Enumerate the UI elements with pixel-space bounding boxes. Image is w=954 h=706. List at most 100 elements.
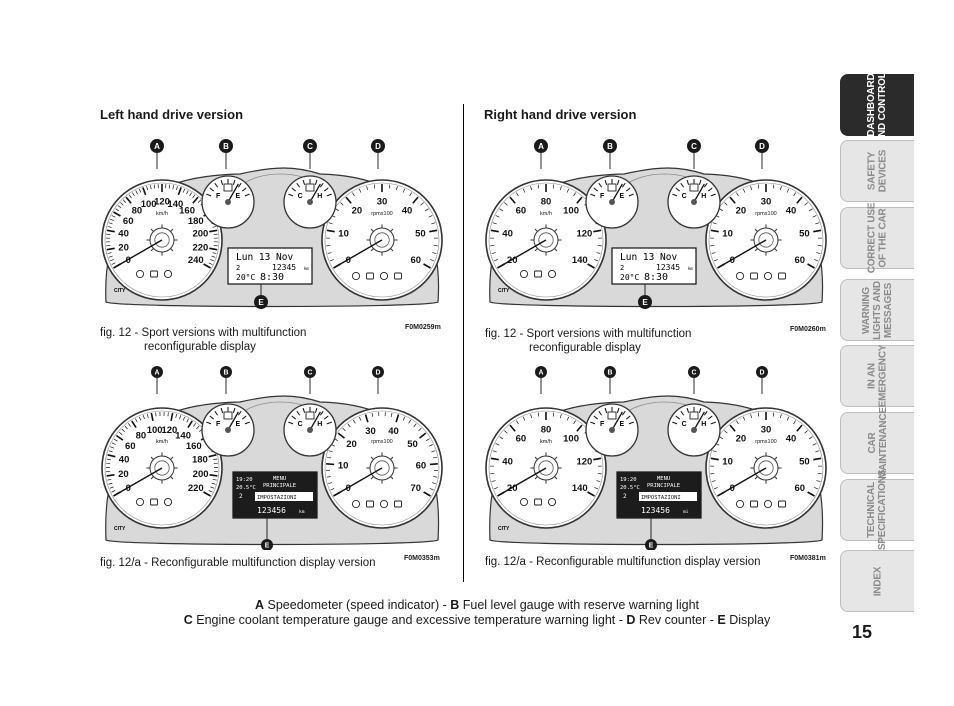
gauge-tick-label: 120 (161, 425, 177, 436)
city-label: CITY (498, 526, 510, 532)
gauge-tick (566, 416, 570, 421)
small-gauge-tick (241, 415, 247, 420)
small-gauge-tick (319, 182, 324, 188)
small-gauge-hub (691, 427, 697, 433)
figure-code: F0M0381m (790, 555, 826, 562)
gauge-hub-notch (534, 456, 538, 460)
gauge-tick (209, 474, 218, 477)
callout-circle (371, 139, 385, 153)
small-gauge-tick (616, 179, 620, 185)
gauge-tick (208, 490, 213, 493)
small-gauge-needle (309, 411, 321, 431)
gauge-tick-label: 30 (761, 425, 772, 436)
gauge-tick (816, 252, 821, 254)
tab-car-maintenance[interactable]: CAR MAINTENANCE (840, 407, 914, 479)
gauge-tick-label: 40 (388, 426, 399, 437)
small-gauge-tick (220, 407, 224, 413)
legend-line-2: C Engine coolant temperature gauge and e… (0, 613, 954, 627)
gauge-tick (138, 416, 142, 421)
gauge-needle (501, 467, 547, 495)
gauge-tick (330, 488, 335, 491)
gauge-tick (559, 186, 562, 191)
gauge-hub-notch (370, 228, 374, 232)
gauge-tick-label: 0 (126, 255, 131, 266)
gauge-tick (150, 185, 152, 190)
gauge-tick-label: 180 (188, 216, 204, 227)
legend-key: A (255, 598, 265, 612)
gauge-tick-label: 240 (188, 255, 204, 266)
gauge-tick (121, 428, 125, 433)
small-gauge-tick (326, 193, 332, 197)
gauge-tick (594, 487, 599, 490)
callout-letter: D (760, 370, 765, 377)
gauge-tick (358, 188, 362, 193)
small-gauge-tick (232, 407, 236, 413)
callout-marker-b: B (603, 139, 617, 169)
gauge-tick (196, 425, 200, 430)
warning-light-icon (379, 271, 389, 281)
gauge-hub-notch (370, 476, 374, 480)
tab-dashboard-and-controls[interactable]: DASHBOARD AND CONTROLS (840, 66, 914, 144)
gauge-tick (388, 184, 391, 189)
small-gauge-tick (625, 187, 631, 192)
gauge-tick-label: 40 (786, 206, 797, 217)
callout-letter: B (223, 142, 229, 151)
gauge-tick-label: 20 (346, 439, 357, 450)
gauge-tick (177, 187, 182, 196)
gauge-tick-label: 50 (799, 229, 810, 240)
gauge-hub-notch (170, 228, 174, 232)
tab-warning-lights[interactable]: WARNING LIGHTS AND MESSAGES (840, 279, 914, 341)
callout-circle (150, 139, 164, 153)
fuel-pump-icon (607, 411, 617, 420)
small-gauge-tick (302, 407, 306, 413)
gauge-tick-label: 0 (346, 255, 351, 266)
small-gauge-tick (296, 182, 301, 188)
small-gauge-tick (710, 193, 716, 197)
callout-circle (151, 366, 163, 378)
callout-marker-a: A (535, 366, 547, 394)
gauge-tick (179, 415, 182, 420)
gauge-tick (111, 215, 116, 218)
gauge-tick (576, 196, 583, 204)
tab-in-an-emergency[interactable]: IN AN EMERGENCY (840, 345, 914, 407)
gauge-tick (710, 457, 719, 461)
gauge-hub-notch (534, 248, 538, 252)
gauge-tick-label: 160 (186, 441, 202, 452)
gauge-tick (812, 443, 817, 446)
gauge-tick (413, 423, 417, 428)
gauge-tick (593, 229, 602, 233)
gauge-tick (516, 420, 519, 425)
gauge-tick (742, 416, 746, 421)
display-gear: 2 (620, 264, 624, 272)
cluster-figure-2: 20406080100120140km/h0102030405060rpmx10… (485, 139, 827, 309)
gauge-tick (429, 488, 434, 491)
gauge-unit-label: km/h (156, 211, 168, 217)
callout-marker-a: A (150, 139, 164, 169)
gauge-tick-label: 100 (563, 434, 579, 445)
tab-safety-devices[interactable]: SAFETY DEVICES (840, 140, 914, 202)
warning-light-icon (394, 500, 402, 508)
gauge-tick (352, 419, 356, 424)
gauge-tick (491, 480, 496, 482)
gauge-tick (125, 196, 132, 204)
tab-index[interactable]: INDEX (840, 550, 914, 612)
gauge-tick (576, 424, 583, 432)
tab-correct-use[interactable]: CORRECT USE OF THE CAR (840, 203, 914, 273)
gauge-tick-label: 120 (154, 197, 170, 208)
gauge-tick (328, 222, 333, 225)
gauge-tick (153, 184, 156, 189)
gauge-tick-label: 10 (338, 229, 349, 240)
gauge-rim (324, 182, 440, 298)
gauge-tick (566, 188, 570, 193)
gauge-tick (210, 486, 215, 489)
gauge-tick-label: 10 (722, 457, 733, 468)
small-gauge-label: C (682, 421, 687, 428)
warning-light-icon (519, 269, 529, 279)
callout-letter: A (538, 142, 544, 151)
legend-key: C (183, 613, 193, 627)
tab-technical-specifications[interactable]: TECHNICAL SPECIFICATIONS (840, 470, 914, 550)
gauge-tick-label: 220 (188, 483, 204, 494)
gauge-rim (324, 410, 440, 526)
gauge-tick (719, 436, 724, 440)
